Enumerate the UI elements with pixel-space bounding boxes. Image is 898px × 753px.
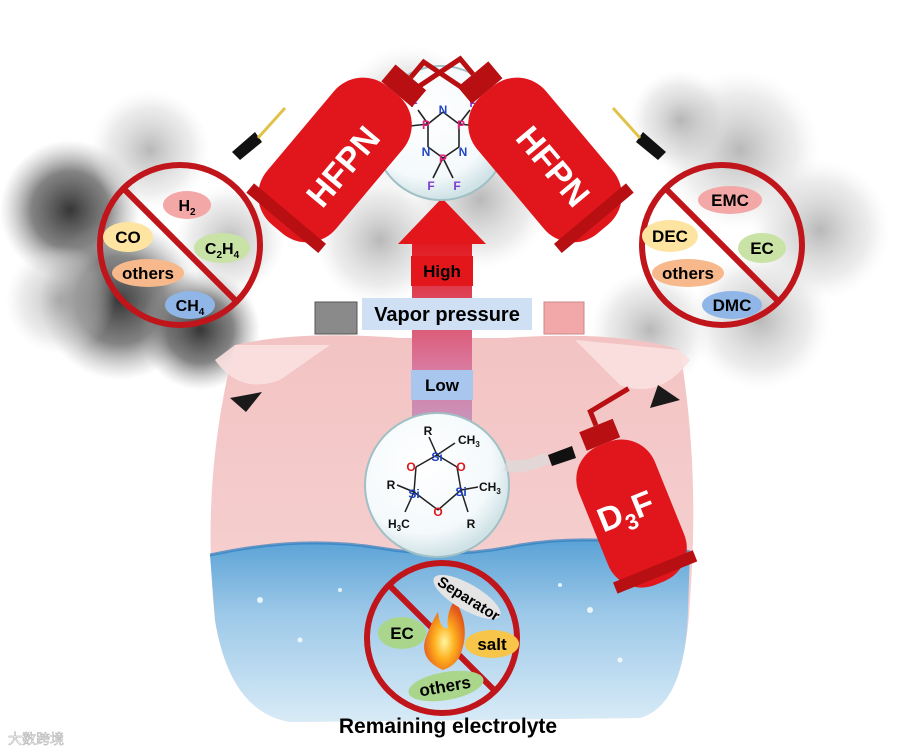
solvent-ec-pill — [738, 233, 786, 263]
solvent-dmc: DMC — [713, 296, 752, 315]
hfpn-atom-n2: N — [422, 145, 431, 159]
electrolyte-others-pill — [408, 670, 484, 702]
hfpn-atom-n3: N — [459, 145, 468, 159]
electrolyte-ec-pill — [378, 617, 426, 649]
nozzle-left — [232, 132, 262, 160]
d3f-nozzle — [548, 446, 576, 466]
solvent-dmc-pill — [702, 291, 762, 319]
solvent-emc-pill — [698, 186, 762, 214]
electrolyte-salt: salt — [477, 635, 507, 654]
separator-pill — [433, 574, 501, 620]
hfpn-extinguisher-left — [246, 58, 472, 254]
d3f-atom-r2: R — [387, 478, 396, 492]
solvent-ec: EC — [750, 239, 774, 258]
d3f-atom-o1: O — [406, 460, 415, 474]
gas-others-left: others — [122, 264, 174, 283]
vapor-pressure-box — [362, 298, 532, 330]
fire-icon — [424, 600, 465, 670]
d3f-atom-h3c: H3C — [388, 517, 410, 533]
hfpn-atom-f6: F — [453, 179, 460, 193]
hfpn-atom-f3: F — [469, 96, 476, 110]
gas-c2h4: C2H4 — [205, 241, 240, 261]
hfpn-atom-p2: P — [457, 118, 465, 132]
hose-left — [256, 106, 287, 140]
d3f-atom-o2: O — [456, 460, 465, 474]
solvent-dec: DEC — [652, 227, 688, 246]
electrolyte-salt-pill — [465, 630, 519, 658]
d3f-molecule-bubble: R CH3 Si O O R Si Si CH3 H3C O R — [364, 412, 510, 558]
d3f-atom-si3: Si — [455, 485, 466, 499]
high-label: High — [423, 262, 461, 281]
d3f-atom-ch3-a: CH3 — [458, 433, 480, 449]
gas-c2h4-pill — [194, 233, 250, 263]
electrolyte-ec: EC — [390, 624, 414, 643]
gas-co: CO — [115, 228, 141, 247]
d3f-atom-r3: R — [467, 517, 476, 531]
terminal-negative — [314, 301, 358, 335]
d3f-atom-si1: Si — [431, 450, 442, 464]
nozzle-right — [636, 132, 666, 160]
low-label-box — [411, 370, 473, 400]
terminal-positive — [543, 301, 585, 335]
solvent-dec-pill — [642, 220, 698, 252]
remaining-electrolyte-caption: Remaining electrolyte — [339, 715, 557, 738]
vapor-pressure-title: Vapor pressure — [374, 304, 520, 326]
d3f-spray — [503, 452, 551, 473]
d3f-atom-ch3-b: CH3 — [479, 480, 501, 496]
solvent-others-pill — [652, 259, 724, 287]
gas-ch4: CH4 — [176, 298, 205, 318]
watermark: 大数跨境 — [8, 731, 64, 747]
high-label-box — [411, 256, 473, 286]
hfpn-atom-p1: P — [422, 118, 430, 132]
hose-right — [611, 106, 642, 140]
gas-h2: H2 — [178, 198, 196, 218]
solvent-others: others — [662, 264, 714, 283]
hfpn-atom-f5: F — [427, 179, 434, 193]
gas-ch4-pill — [165, 291, 215, 319]
hfpn-extinguisher-right — [412, 55, 634, 254]
d3f-atom-o3: O — [433, 505, 442, 519]
gas-h2-pill — [163, 191, 211, 219]
hfpn-atom-p3: P — [439, 152, 447, 166]
hfpn-atom-n1: N — [439, 103, 448, 117]
gas-others-pill-left — [112, 259, 184, 287]
d3f-atom-si2: Si — [408, 487, 419, 501]
d3f-extinguisher — [576, 386, 698, 594]
low-label: Low — [425, 376, 460, 395]
d3f-atom-r1: R — [424, 424, 433, 438]
solvent-emc: EMC — [711, 191, 749, 210]
gas-co-pill — [103, 222, 153, 252]
